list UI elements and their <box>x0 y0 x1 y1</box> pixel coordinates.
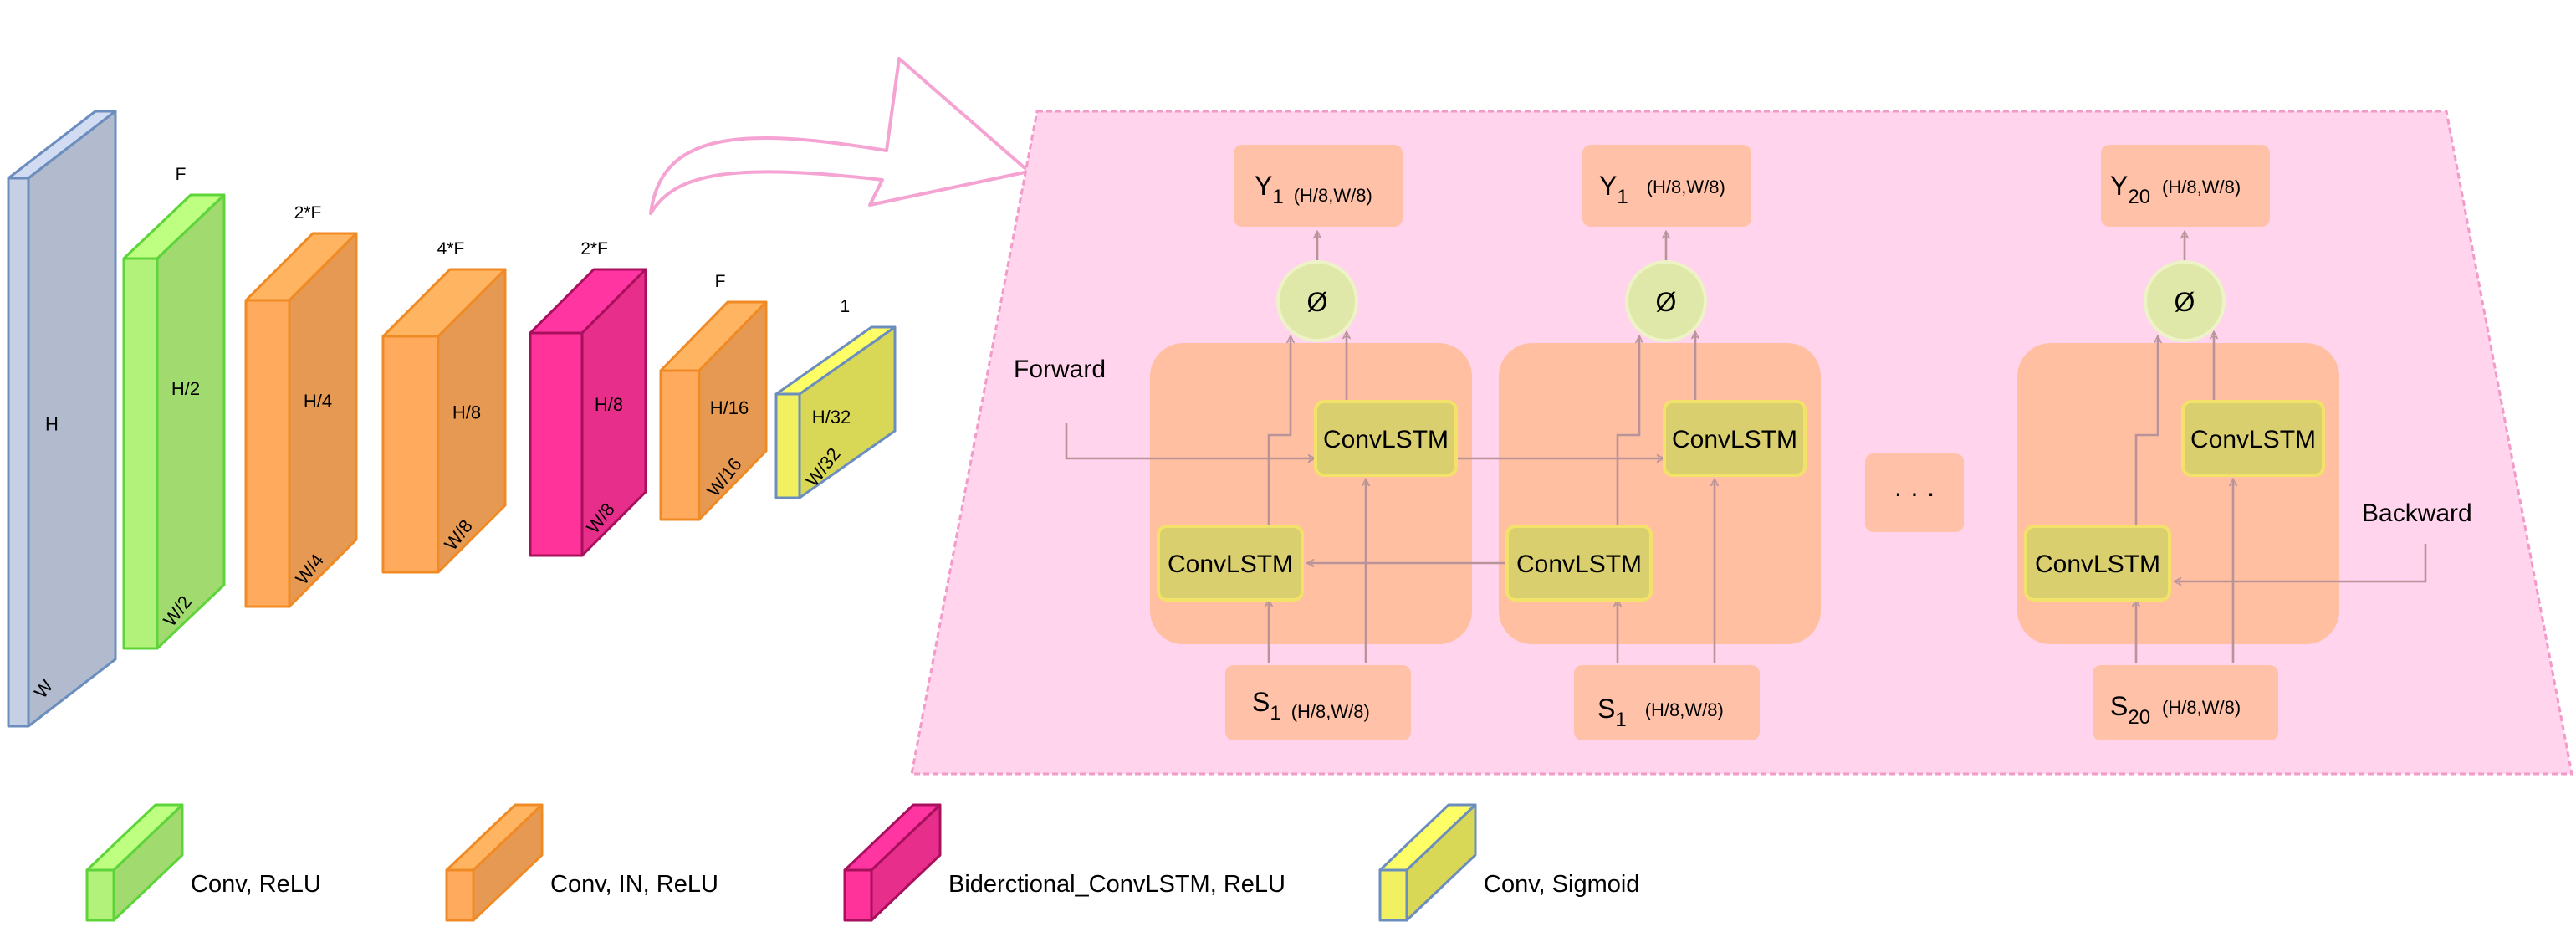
block-height-label: H/4 <box>304 391 332 412</box>
convlstm-forward-2 <box>1663 400 1807 477</box>
phi-node-2 <box>1625 260 1707 342</box>
output-label-3: Y20(H/8,W/8) <box>2110 171 2241 208</box>
legend-label-biconvlstm_relu: Biderctional_ConvLSTM, ReLU <box>948 871 1285 898</box>
legend: Conv, ReLU Conv, IN, ReLU Biderctional_Con… <box>85 803 1639 922</box>
input-box-2 <box>1574 665 1760 740</box>
legend-label-conv_sigmoid: Conv, Sigmoid <box>1484 871 1639 898</box>
output-box-2 <box>1582 145 1751 227</box>
encoder-block-5 <box>529 268 647 557</box>
legend-swatch-conv_relu <box>85 803 184 922</box>
phi-symbol-1: Ø <box>1307 287 1328 317</box>
ellipsis-box <box>1865 453 1964 532</box>
block-channel-label: F <box>176 165 187 184</box>
encoder-block-1 <box>7 110 117 728</box>
legend-swatch-conv_sigmoid <box>1378 803 1477 922</box>
convlstm-backward-1 <box>1157 525 1304 602</box>
input-label-1: S1(H/8,W/8) <box>1252 687 1370 725</box>
legend-label-conv_in_relu: Conv, IN, ReLU <box>550 871 718 898</box>
convlstm-label: ConvLSTM <box>2190 426 2316 453</box>
block-channel-label: 1 <box>841 297 851 316</box>
encoder-block-2 <box>122 193 226 650</box>
forward-label: Forward <box>1014 356 1106 383</box>
encoder-block-6 <box>659 300 768 521</box>
block-height-label: H/8 <box>595 394 623 415</box>
block-height-label: H/32 <box>812 407 851 428</box>
encoder-blocks: HWFH/2W/22*FH/4W/44*FH/8W/82*FH/8W/8FH/1… <box>7 110 897 728</box>
phi-symbol-2: Ø <box>1656 287 1677 317</box>
backward-label: Backward <box>2362 499 2472 527</box>
legend-label-conv_relu: Conv, ReLU <box>191 871 321 898</box>
phi-node-1 <box>1276 260 1358 342</box>
ellipsis-text: · · · <box>1894 478 1935 508</box>
output-label-1: Y1(H/8,W/8) <box>1255 171 1372 208</box>
convlstm-forward-1 <box>1314 400 1458 477</box>
convlstm-label: ConvLSTM <box>1323 426 1449 453</box>
convlstm-backward-3 <box>2024 525 2171 602</box>
block-channel-label: 2*F <box>294 203 322 223</box>
input-label-3: S20(H/8,W/8) <box>2110 691 2241 729</box>
expand-arrow <box>649 57 1030 215</box>
convlstm-label: ConvLSTM <box>1672 426 1797 453</box>
phi-symbol-3: Ø <box>2175 287 2195 317</box>
legend-swatch-conv_in_relu <box>445 803 544 922</box>
convlstm-label: ConvLSTM <box>1516 551 1642 578</box>
convlstm-forward-3 <box>2181 400 2325 477</box>
block-height-label: H <box>45 413 59 434</box>
phi-node-3 <box>2144 260 2226 342</box>
output-box-1 <box>1234 145 1403 227</box>
block-height-label: H/2 <box>171 378 200 399</box>
convlstm-label: ConvLSTM <box>1168 551 1293 578</box>
encoder-block-4 <box>381 268 507 574</box>
input-box-1 <box>1225 665 1411 740</box>
output-label-2: Y1(H/8,W/8) <box>1599 171 1725 208</box>
block-channel-label: 2*F <box>580 239 608 259</box>
block-height-label: H/16 <box>710 397 749 418</box>
encoder-block-7 <box>774 325 897 499</box>
block-channel-label: 4*F <box>437 239 465 259</box>
input-box-3 <box>2093 665 2278 740</box>
block-channel-label: F <box>715 272 726 291</box>
convlstm-backward-2 <box>1505 525 1653 602</box>
block-height-label: H/8 <box>452 402 481 423</box>
output-box-3 <box>2101 145 2270 227</box>
encoder-block-3 <box>244 232 358 608</box>
input-label-2: S1(H/8,W/8) <box>1597 694 1724 731</box>
legend-swatch-biconvlstm_relu <box>843 803 942 922</box>
convlstm-label: ConvLSTM <box>2035 551 2160 578</box>
